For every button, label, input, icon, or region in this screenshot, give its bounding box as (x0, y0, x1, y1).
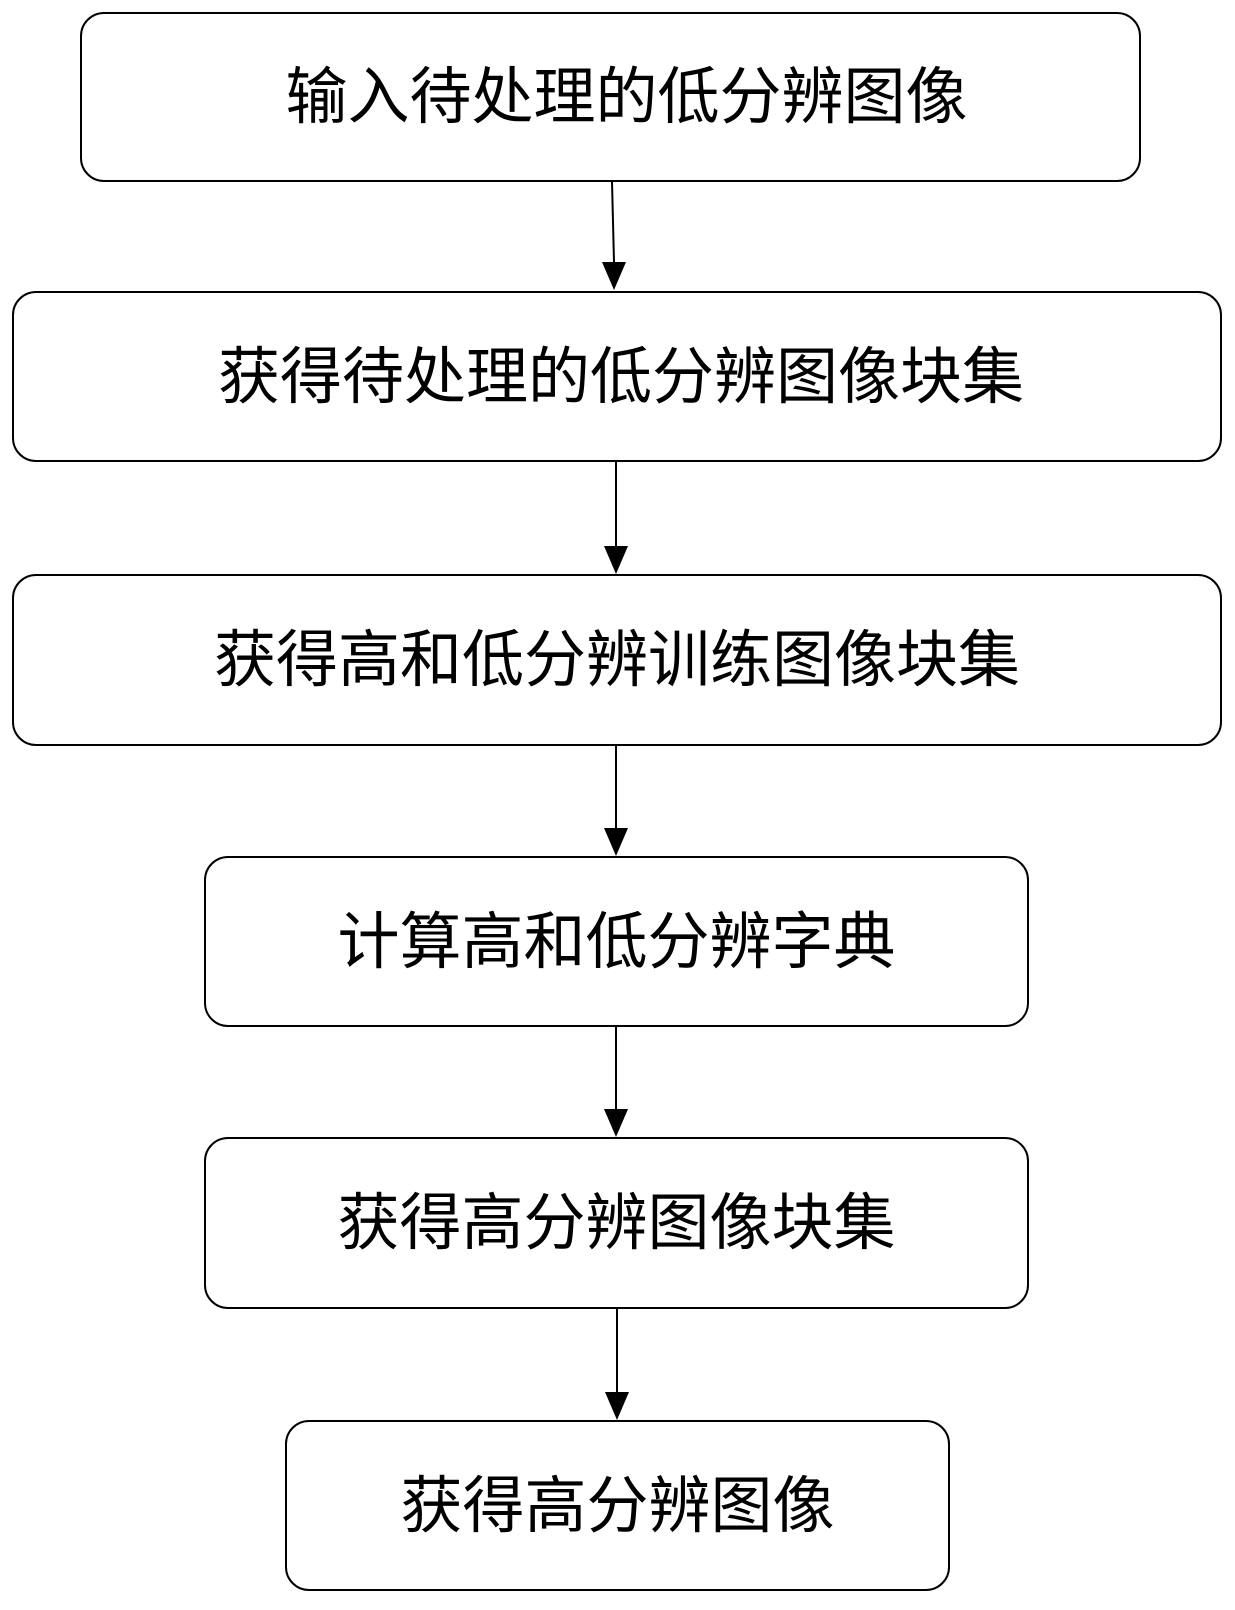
step-label: 获得高分辨图像 (400, 1468, 835, 1542)
step-get-low-res-patch-set: 获得待处理的低分辨图像块集 (12, 291, 1222, 462)
step-label: 获得待处理的低分辨图像块集 (217, 339, 1024, 413)
step-label: 计算高和低分辨字典 (337, 904, 896, 978)
arrow-2-3 (604, 462, 628, 574)
step-get-high-res-image: 获得高分辨图像 (285, 1420, 950, 1591)
step-compute-dictionaries: 计算高和低分辨字典 (204, 856, 1029, 1027)
arrow-5-6 (605, 1309, 629, 1420)
step-label: 获得高和低分辨训练图像块集 (213, 623, 1020, 696)
step-label: 获得高分辨图像块集 (337, 1186, 896, 1259)
step-label: 输入待处理的低分辨图像 (285, 60, 968, 133)
arrow-4-5 (604, 1027, 628, 1137)
arrow-1-2 (602, 181, 626, 290)
step-get-high-res-patch-set: 获得高分辨图像块集 (204, 1137, 1029, 1309)
step-get-training-patch-sets: 获得高和低分辨训练图像块集 (12, 574, 1222, 746)
arrow-3-4 (604, 746, 628, 856)
step-input-low-res-image: 输入待处理的低分辨图像 (80, 12, 1141, 182)
